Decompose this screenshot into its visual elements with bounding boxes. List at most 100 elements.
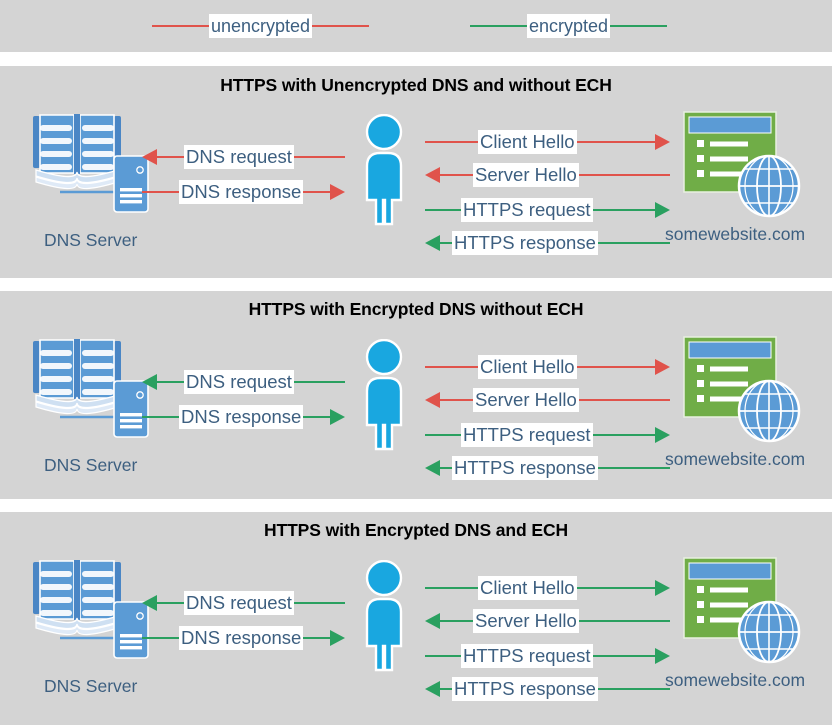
dns-server-icon: [33, 560, 149, 659]
dns-server-caption: DNS Server: [44, 676, 138, 696]
https-flow-row: HTTPS response: [425, 455, 670, 481]
flow-line-left-segment: [142, 416, 179, 418]
arrowhead-right-icon: [655, 648, 670, 664]
flow-line-right-segment: [303, 191, 330, 193]
flow-label: DNS request: [184, 370, 294, 394]
client-person-node: [349, 559, 419, 677]
flow-line-left-segment: [440, 242, 452, 244]
flow-line-right-segment: [592, 209, 655, 211]
flow-line-right-segment: [303, 416, 330, 418]
website-caption: somewebsite.com: [665, 449, 806, 469]
flow-line-right-segment: [293, 156, 345, 158]
dns-server-node: [28, 108, 156, 223]
flow-line-left-segment: [157, 381, 184, 383]
arrowhead-left-icon: [425, 235, 440, 251]
flow-line-left-segment: [425, 587, 478, 589]
flow-line-left-segment: [142, 637, 179, 639]
arrowhead-right-icon: [330, 630, 345, 646]
https-flow-row: Client Hello: [425, 354, 670, 380]
panel-unencrypted-dns-no-ech: HTTPS with Unencrypted DNS and without E…: [0, 66, 832, 278]
flow-line-left-segment: [440, 688, 452, 690]
flow-line-right-segment: [597, 242, 670, 244]
flow-line-right-segment: [303, 637, 330, 639]
person-icon: [365, 338, 403, 451]
website-node: [682, 335, 804, 448]
legend-line-left-unencrypted: [152, 25, 209, 27]
panel-title: HTTPS with Unencrypted DNS and without E…: [220, 75, 612, 95]
flow-line-right-segment: [578, 174, 670, 176]
dns-flow-row: DNS request: [142, 144, 345, 170]
flow-label: DNS request: [184, 591, 294, 615]
person-icon: [365, 113, 403, 226]
arrowhead-left-icon: [142, 374, 157, 390]
dns-server-node: [28, 554, 156, 669]
flow-line-right-segment: [592, 655, 655, 657]
person-icon: [365, 559, 403, 672]
flow-label: Client Hello: [478, 355, 577, 379]
legend-label-encrypted: encrypted: [527, 14, 611, 38]
arrowhead-right-icon: [655, 202, 670, 218]
legend-band: unencrypted encrypted: [0, 0, 832, 52]
website-caption: somewebsite.com: [665, 670, 806, 690]
flow-label: HTTPS response: [452, 456, 598, 480]
flow-line-left-segment: [440, 620, 473, 622]
arrowhead-left-icon: [425, 613, 440, 629]
https-flow-row: Server Hello: [425, 387, 670, 413]
panel-encrypted-dns-no-ech: HTTPS with Encrypted DNS without ECH DNS…: [0, 291, 832, 499]
website-globe-icon: [683, 336, 801, 443]
website-caption: somewebsite.com: [665, 224, 806, 244]
flow-label: Server Hello: [473, 609, 579, 633]
arrowhead-left-icon: [142, 595, 157, 611]
legend-label-unencrypted: unencrypted: [209, 14, 313, 38]
dns-flow-row: DNS response: [142, 179, 345, 205]
dns-server-caption: DNS Server: [44, 455, 138, 475]
client-person-node: [349, 113, 419, 231]
flow-line-right-segment: [597, 688, 670, 690]
https-flow-row: HTTPS request: [425, 197, 670, 223]
https-flow-row: HTTPS response: [425, 230, 670, 256]
https-flow-row: Client Hello: [425, 129, 670, 155]
arrowhead-right-icon: [330, 409, 345, 425]
dns-flow-row: DNS request: [142, 369, 345, 395]
dns-flow-row: DNS response: [142, 625, 345, 651]
https-flow-row: HTTPS response: [425, 676, 670, 702]
flow-line-left-segment: [157, 602, 184, 604]
arrowhead-right-icon: [330, 184, 345, 200]
arrowhead-left-icon: [425, 392, 440, 408]
dns-server-icon: [33, 114, 149, 213]
flow-label: DNS request: [184, 145, 294, 169]
panel-title: HTTPS with Encrypted DNS without ECH: [248, 299, 584, 319]
arrowhead-right-icon: [655, 134, 670, 150]
flow-line-right-segment: [597, 467, 670, 469]
website-node: [682, 110, 804, 223]
arrowhead-left-icon: [142, 149, 157, 165]
flow-label: Server Hello: [473, 388, 579, 412]
flow-line-left-segment: [440, 174, 473, 176]
legend-item-unencrypted: unencrypted: [152, 0, 370, 52]
website-globe-icon: [683, 111, 801, 218]
flow-line-left-segment: [157, 156, 184, 158]
flow-line-left-segment: [425, 141, 478, 143]
flow-label: HTTPS response: [452, 677, 598, 701]
flow-line-left-segment: [425, 366, 478, 368]
flow-label: HTTPS request: [461, 644, 593, 668]
dns-flow-row: DNS response: [142, 404, 345, 430]
flow-line-right-segment: [576, 366, 655, 368]
https-flow-row: Server Hello: [425, 608, 670, 634]
legend-line-left-encrypted: [470, 25, 527, 27]
flow-line-right-segment: [576, 587, 655, 589]
arrowhead-right-icon: [655, 359, 670, 375]
website-globe-icon: [683, 557, 801, 664]
panel-title: HTTPS with Encrypted DNS and ECH: [263, 520, 569, 540]
flow-line-right-segment: [293, 602, 345, 604]
arrowhead-right-icon: [655, 580, 670, 596]
dns-flow-row: DNS request: [142, 590, 345, 616]
flow-line-left-segment: [425, 434, 461, 436]
flow-label: Client Hello: [478, 576, 577, 600]
flow-label: HTTPS request: [461, 423, 593, 447]
flow-label: DNS response: [179, 626, 304, 650]
flow-label: DNS response: [179, 180, 304, 204]
